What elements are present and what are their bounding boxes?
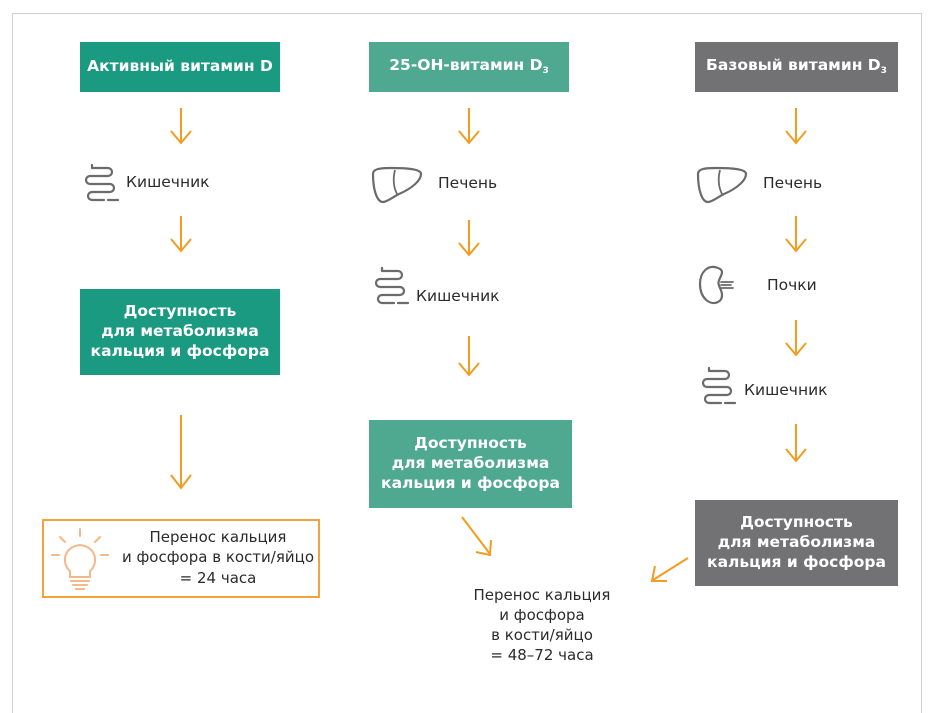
oh25-step-intestine: Кишечник — [416, 287, 500, 305]
active-step-intestine: Кишечник — [126, 173, 210, 191]
active-transfer-box — [42, 519, 320, 598]
arrow-down-icon — [458, 336, 480, 377]
arrow-down-icon — [170, 216, 192, 253]
lightbulb-icon — [51, 528, 109, 590]
oh25-availability-box: Доступность для метаболизма кальция и фо… — [369, 420, 572, 508]
arrow-down-icon — [785, 320, 807, 357]
arrow-diagonal-icon — [461, 516, 492, 557]
active-vitamin-d-box: Активный витамин D — [80, 42, 280, 92]
intestine-icon — [84, 163, 120, 202]
availability-line-1: Доступность — [740, 513, 853, 532]
transfer-line-3: в кости/яйцо — [491, 625, 593, 644]
arrow-down-icon — [785, 424, 807, 463]
base-title-subscript: 3 — [880, 66, 887, 77]
base-step-intestine: Кишечник — [744, 381, 828, 399]
availability-line-1: Доступность — [123, 302, 237, 321]
diagram-frame — [12, 13, 922, 713]
arrow-down-icon — [458, 108, 480, 145]
kidney-icon — [698, 265, 734, 305]
arrow-diagonal-icon — [650, 557, 689, 582]
transfer-line-4: = 48–72 часа — [490, 645, 594, 664]
availability-line-2: для метаболизма — [101, 322, 259, 341]
active-vitamin-d-title: Активный витамин D — [87, 57, 273, 76]
shared-transfer-text: Перенос кальция и фосфора в кости/яйцо =… — [462, 586, 622, 666]
availability-line-3: кальция и фосфора — [90, 341, 270, 360]
transfer-line-2: и фосфора — [499, 605, 585, 624]
transfer-line-1: Перенос кальция — [149, 528, 287, 546]
availability-line-3: кальция и фосфора — [707, 552, 886, 571]
liver-icon — [371, 166, 423, 204]
oh25-title-subscript: 3 — [542, 66, 549, 77]
transfer-line-1: Перенос кальция — [473, 586, 611, 604]
transfer-line-2: и фосфора в кости/яйцо — [121, 548, 315, 567]
oh25-step-liver: Печень — [438, 174, 498, 192]
base-vitamin-d3-box: Базовый витамин D3 — [695, 42, 898, 92]
base-title: Базовый витамин D — [706, 56, 881, 75]
active-transfer-text: Перенос кальция и фосфора в кости/яйцо =… — [118, 527, 318, 588]
active-availability-box: Доступность для метаболизма кальция и фо… — [80, 289, 280, 375]
intestine-icon — [374, 266, 410, 305]
arrow-down-icon — [458, 220, 480, 257]
availability-line-2: для метаболизма — [717, 533, 876, 552]
base-step-liver: Печень — [763, 174, 823, 192]
liver-icon — [696, 166, 748, 204]
base-availability-box: Доступность для метаболизма кальция и фо… — [695, 500, 898, 586]
availability-line-2: для метаболизма — [391, 454, 550, 473]
base-step-kidneys: Почки — [767, 276, 817, 294]
arrow-down-icon — [170, 108, 192, 145]
availability-line-3: кальция и фосфора — [381, 473, 560, 492]
arrow-down-icon — [170, 415, 192, 490]
oh25-title: 25-ОН-витамин D — [389, 56, 543, 75]
oh25-vitamin-d3-box: 25-ОН-витамин D3 — [369, 42, 569, 92]
intestine-icon — [701, 366, 737, 405]
transfer-line-3: = 24 часа — [179, 568, 257, 587]
arrow-down-icon — [785, 108, 807, 145]
availability-line-1: Доступность — [414, 434, 527, 453]
arrow-down-icon — [785, 216, 807, 253]
